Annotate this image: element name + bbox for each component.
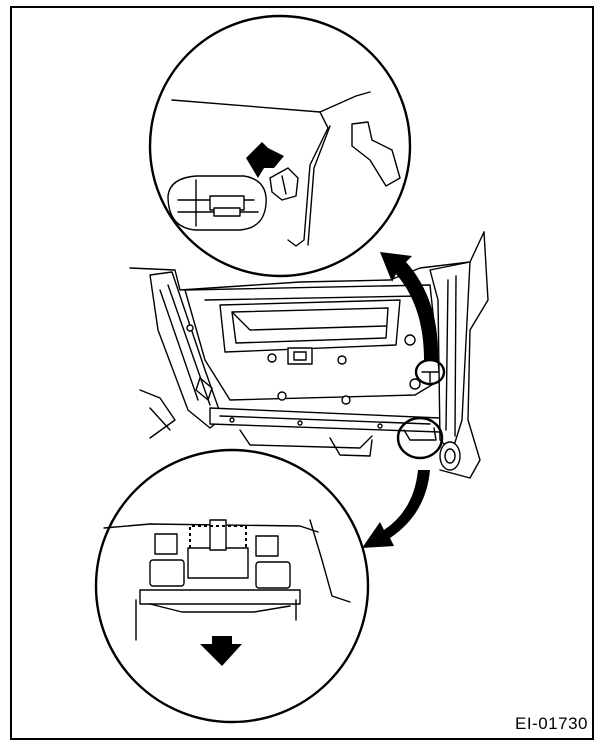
lower-clip-callout xyxy=(396,416,444,460)
glove-box-assembly xyxy=(129,231,489,479)
lower-detail-view xyxy=(94,448,370,724)
pull-down-arrow-icon xyxy=(200,636,242,666)
upper-detail-view xyxy=(148,14,412,278)
figure-id-label: EI-01730 xyxy=(515,714,588,733)
curved-arrow-up-icon xyxy=(380,252,439,362)
figure-frame xyxy=(10,6,594,740)
push-arrow-icon xyxy=(246,142,284,178)
curved-arrow-down-icon xyxy=(362,470,430,548)
